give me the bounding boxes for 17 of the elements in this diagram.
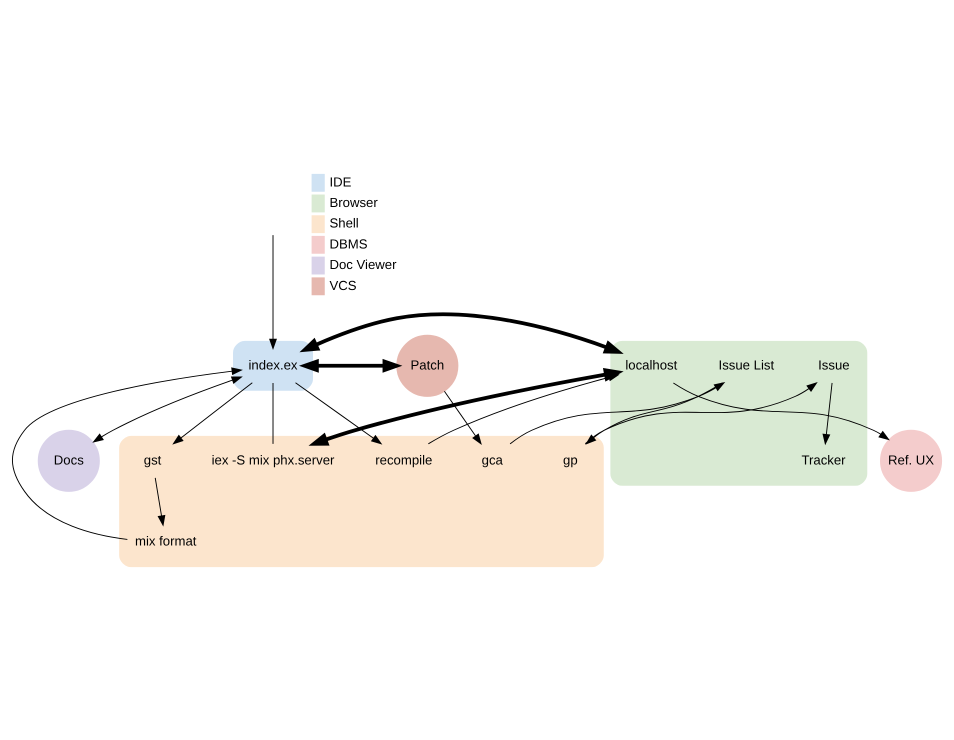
legend-label: IDE (329, 174, 352, 189)
node-text: index.ex (248, 356, 298, 372)
legend-label: Doc Viewer (329, 256, 397, 272)
node-text: Issue (818, 356, 850, 372)
node-text: localhost (625, 356, 678, 372)
node-text: Issue List (718, 356, 774, 372)
legend-label: Shell (329, 215, 359, 230)
legend-label: DBMS (329, 236, 368, 251)
node-text: recompile (375, 452, 432, 467)
node-text: iex -S mix phx.server (212, 452, 334, 467)
node-text: Tracker (801, 452, 846, 467)
legend-label: VCS (329, 277, 357, 292)
legend-label: Browser (329, 194, 378, 210)
node-text: gp (563, 452, 578, 467)
node-text: gst (144, 452, 162, 467)
node-text: gca (482, 452, 503, 467)
node-text: mix format (135, 533, 196, 548)
